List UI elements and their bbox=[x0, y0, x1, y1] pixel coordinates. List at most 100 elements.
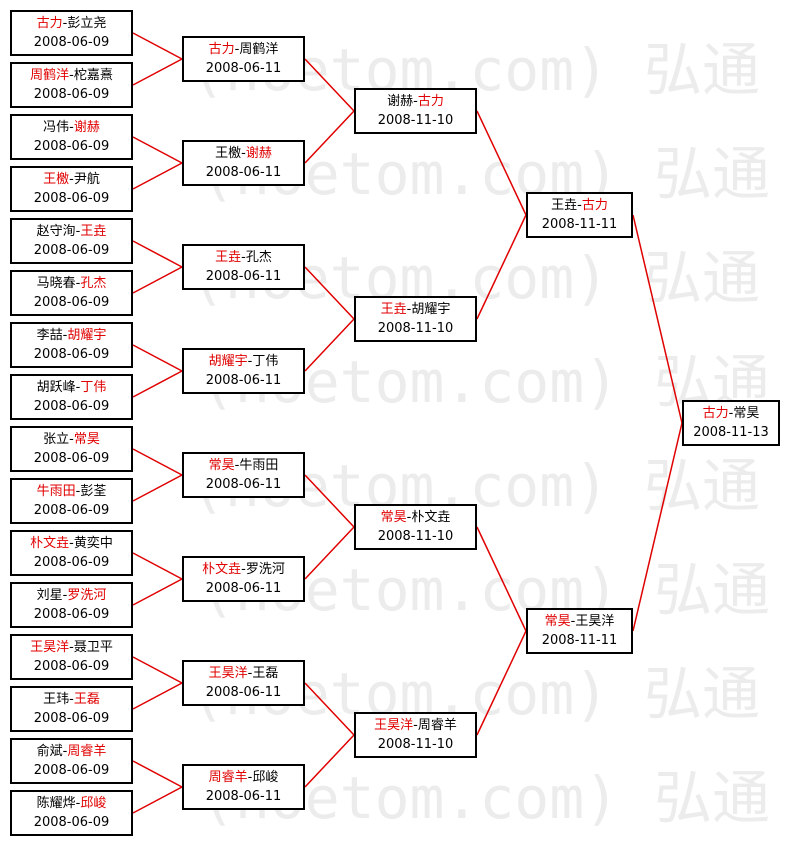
player-name: 胡耀宇 bbox=[208, 354, 248, 369]
player-name: 王昊洋 bbox=[208, 666, 248, 681]
player-name: 古力 bbox=[417, 94, 444, 109]
bracket-connector bbox=[132, 786, 183, 814]
bracket-connector bbox=[132, 682, 183, 710]
match-players: 古力-彭立尧 bbox=[12, 14, 131, 33]
match-players: 常昊-牛雨田 bbox=[184, 456, 303, 475]
bracket-connector bbox=[132, 448, 183, 476]
match-date: 2008-06-09 bbox=[33, 35, 110, 50]
player-name: 冯伟 bbox=[43, 120, 70, 135]
separator: - bbox=[75, 380, 81, 395]
player-name: 古力 bbox=[36, 16, 63, 31]
player-name: 朴文垚 bbox=[411, 510, 451, 525]
match-players: 王昊洋-周睿羊 bbox=[356, 716, 475, 735]
match-date: 2008-06-09 bbox=[33, 243, 110, 258]
match-players: 王昊洋-王磊 bbox=[184, 664, 303, 683]
player-name: 王昊洋 bbox=[575, 614, 615, 629]
match-players: 李喆-胡耀宇 bbox=[12, 326, 131, 345]
separator: - bbox=[570, 614, 576, 629]
separator: - bbox=[69, 536, 74, 551]
separator: - bbox=[62, 16, 68, 31]
player-name: 胡耀宇 bbox=[411, 302, 451, 317]
player-name: 朴文垚 bbox=[202, 562, 242, 577]
bracket-connector bbox=[304, 526, 355, 580]
separator: - bbox=[241, 250, 246, 265]
separator: - bbox=[69, 172, 74, 187]
match-date: 2008-06-09 bbox=[33, 191, 110, 206]
player-name: 孔杰 bbox=[245, 250, 272, 265]
separator: - bbox=[75, 796, 81, 811]
separator: - bbox=[234, 458, 240, 473]
match-date: 2008-11-11 bbox=[541, 633, 618, 648]
match-box: 王垚-古力 2008-11-11 bbox=[526, 192, 633, 238]
bracket-connector bbox=[132, 136, 183, 164]
player-name: 古力 bbox=[581, 198, 608, 213]
match-players: 朴文垚-罗洗河 bbox=[184, 560, 303, 579]
match-box: 周睿羊-邱峻 2008-06-11 bbox=[182, 764, 305, 810]
player-name: 王垚 bbox=[380, 302, 407, 317]
final-match-box: 古力-常昊 2008-11-13 bbox=[682, 400, 780, 446]
player-name: 王檄 bbox=[43, 172, 70, 187]
match-date: 2008-06-11 bbox=[205, 685, 282, 700]
match-box: 常昊-王昊洋 2008-11-11 bbox=[526, 608, 633, 654]
match-date: 2008-06-09 bbox=[33, 347, 110, 362]
match-box: 俞斌-周睿羊 2008-06-09 bbox=[10, 738, 133, 784]
separator: - bbox=[247, 770, 253, 785]
player-name: 彭立尧 bbox=[67, 16, 107, 31]
match-date: 2008-11-10 bbox=[377, 737, 454, 752]
match-box: 张立-常昊 2008-06-09 bbox=[10, 426, 133, 472]
match-date: 2008-06-11 bbox=[205, 789, 282, 804]
match-box: 王檄-谢赫 2008-06-11 bbox=[182, 140, 305, 186]
separator: - bbox=[241, 146, 246, 161]
separator: - bbox=[241, 562, 246, 577]
match-box: 谢赫-古力 2008-11-10 bbox=[354, 88, 477, 134]
player-name: 周睿羊 bbox=[417, 718, 457, 733]
player-name: 常昊 bbox=[733, 406, 760, 421]
bracket-connector bbox=[132, 344, 183, 372]
match-players: 胡耀宇-丁伟 bbox=[184, 352, 303, 371]
player-name: 常昊 bbox=[544, 614, 571, 629]
player-name: 牛雨田 bbox=[239, 458, 279, 473]
match-box: 冯伟-谢赫 2008-06-09 bbox=[10, 114, 133, 160]
match-box: 牛雨田-彭荃 2008-06-09 bbox=[10, 478, 133, 524]
match-date: 2008-11-11 bbox=[541, 217, 618, 232]
separator: - bbox=[69, 640, 74, 655]
bracket-connector bbox=[304, 110, 355, 164]
match-date: 2008-11-13 bbox=[693, 425, 769, 440]
match-box: 古力-彭立尧 2008-06-09 bbox=[10, 10, 133, 56]
player-name: 常昊 bbox=[73, 432, 100, 447]
separator: - bbox=[406, 510, 412, 525]
bracket-connector bbox=[132, 32, 183, 60]
player-name: 王昊洋 bbox=[30, 640, 70, 655]
bracket-connector bbox=[304, 318, 355, 372]
separator: - bbox=[62, 588, 68, 603]
match-box: 王垚-孔杰 2008-06-11 bbox=[182, 244, 305, 290]
separator: - bbox=[234, 42, 240, 57]
match-players: 冯伟-谢赫 bbox=[12, 118, 131, 137]
player-name: 李喆 bbox=[36, 328, 63, 343]
match-players: 常昊-朴文垚 bbox=[356, 508, 475, 527]
match-date: 2008-06-09 bbox=[33, 763, 110, 778]
separator: - bbox=[69, 432, 74, 447]
match-date: 2008-06-09 bbox=[33, 555, 110, 570]
match-date: 2008-11-10 bbox=[377, 113, 454, 128]
match-players: 胡跃峰-丁伟 bbox=[12, 378, 131, 397]
match-box: 王昊洋-聂卫平 2008-06-09 bbox=[10, 634, 133, 680]
player-name: 聂卫平 bbox=[73, 640, 113, 655]
separator: - bbox=[247, 666, 253, 681]
player-name: 古力 bbox=[702, 406, 729, 421]
player-name: 谢赫 bbox=[73, 120, 100, 135]
match-date: 2008-06-09 bbox=[33, 815, 110, 830]
bracket-connector bbox=[476, 526, 527, 632]
player-name: 王玮 bbox=[43, 692, 70, 707]
match-box: 赵守洵-王垚 2008-06-09 bbox=[10, 218, 133, 264]
match-players: 牛雨田-彭荃 bbox=[12, 482, 131, 501]
match-players: 俞斌-周睿羊 bbox=[12, 742, 131, 761]
match-box: 朴文垚-罗洗河 2008-06-11 bbox=[182, 556, 305, 602]
player-name: 周鹤洋 bbox=[239, 42, 279, 57]
bracket-connector bbox=[304, 734, 355, 788]
match-date: 2008-06-11 bbox=[205, 373, 282, 388]
bracket-connector bbox=[132, 656, 183, 684]
match-date: 2008-06-11 bbox=[205, 61, 282, 76]
player-name: 邱峻 bbox=[80, 796, 107, 811]
match-box: 刘星-罗洗河 2008-06-09 bbox=[10, 582, 133, 628]
